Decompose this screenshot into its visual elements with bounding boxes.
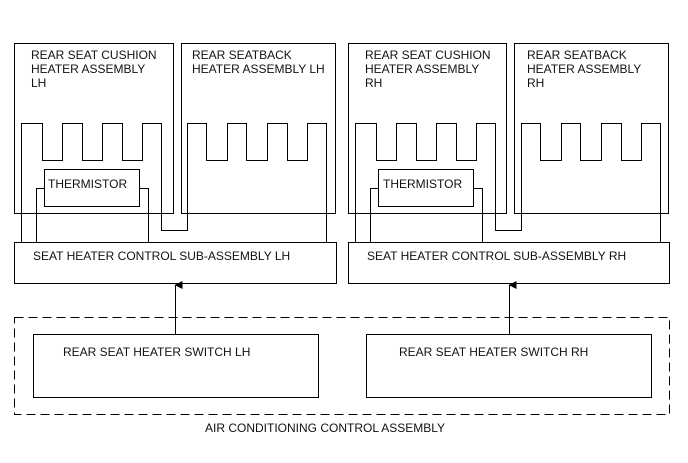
- air-conditioning-control-dashed-boundary: [14, 317, 670, 415]
- rear-seatback-heater-rh-box: [514, 43, 669, 214]
- rear-seat-heater-switch-lh-label: REAR SEAT HEATER SWITCH LH: [63, 345, 251, 359]
- rear-seat-cushion-heater-rh-box: [348, 43, 507, 214]
- rear-seatback-heater-lh-box: [181, 43, 336, 214]
- rear-seatback-heater-rh-label: REAR SEATBACK HEATER ASSEMBLY RH: [527, 48, 642, 90]
- thermistor-rh-lead-left: [370, 188, 379, 243]
- thermistor-rh-lead-right: [473, 188, 483, 243]
- seat-heater-control-lh-label: SEAT HEATER CONTROL SUB-ASSEMBLY LH: [33, 249, 291, 263]
- rear-seat-heater-switch-rh-label: REAR SEAT HEATER SWITCH RH: [399, 345, 589, 359]
- cushion-heater-element-lh: [21, 123, 327, 243]
- seat-heater-control-rh-label: SEAT HEATER CONTROL SUB-ASSEMBLY RH: [367, 249, 627, 263]
- thermistor-lh-lead-right: [139, 188, 149, 243]
- rear-seat-cushion-heater-rh-label: REAR SEAT CUSHION HEATER ASSEMBLY RH: [365, 48, 491, 90]
- rear-seatback-heater-lh-label: REAR SEATBACK HEATER ASSEMBLY LH: [192, 48, 325, 76]
- air-conditioning-control-assembly-label: AIR CONDITIONING CONTROL ASSEMBLY: [205, 421, 446, 435]
- rear-seat-heater-switch-lh-box: [33, 334, 319, 398]
- thermistor-lh-label: THERMISTOR: [48, 177, 128, 191]
- rear-seat-heater-switch-rh-box: [366, 334, 652, 398]
- thermistor-lh-lead-left: [36, 188, 45, 243]
- rear-seat-cushion-heater-lh-box: [14, 43, 174, 214]
- cushion-heater-element-rh: [355, 123, 661, 243]
- rear-seat-cushion-heater-lh-label: REAR SEAT CUSHION HEATER ASSEMBLY LH: [31, 48, 157, 90]
- thermistor-rh-label: THERMISTOR: [383, 177, 463, 191]
